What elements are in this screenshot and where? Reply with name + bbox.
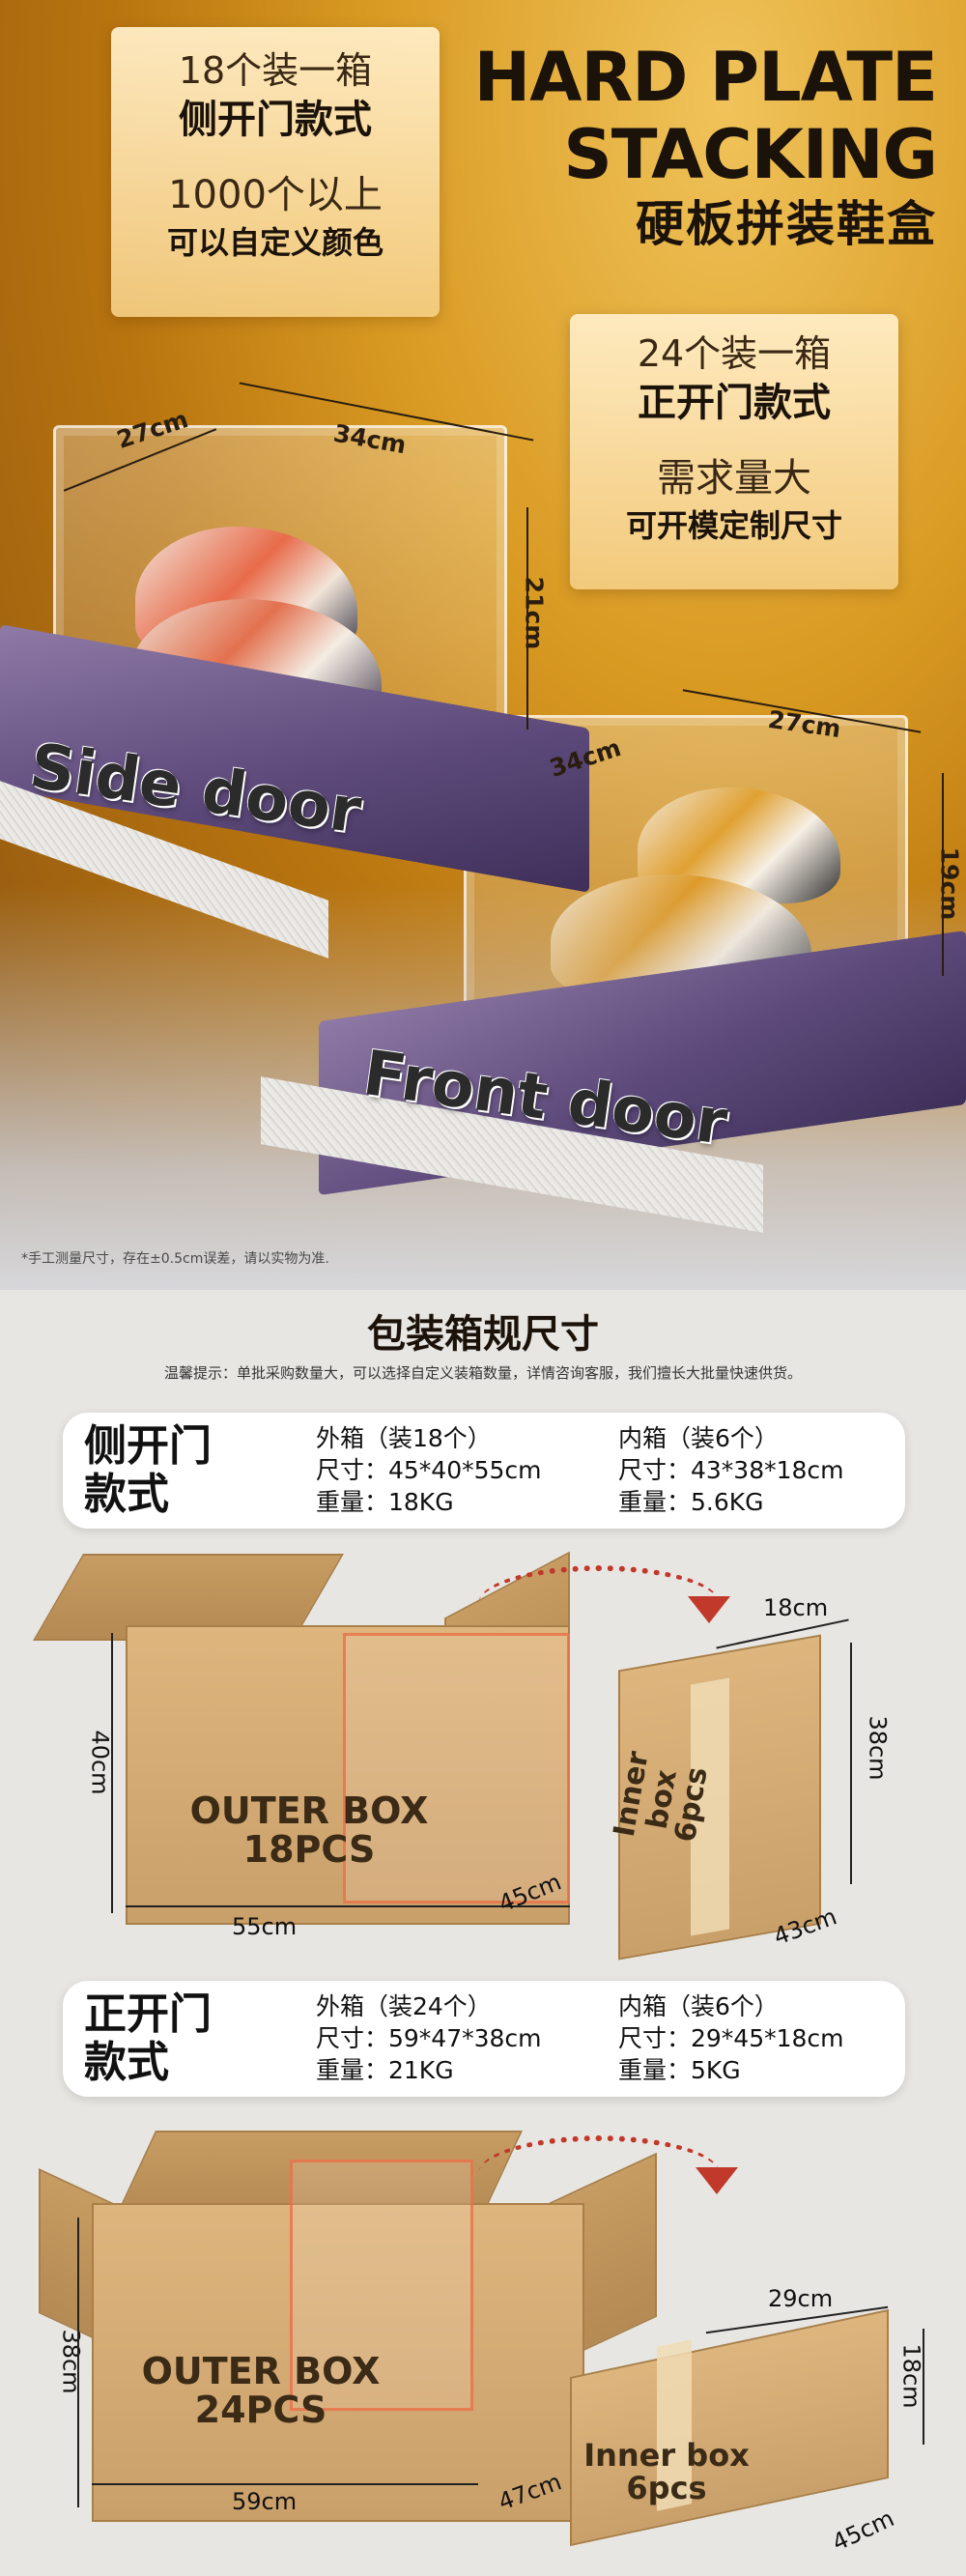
side-transfer-arrow — [478, 1565, 720, 1643]
front-outer-dim-height: 38cm — [57, 2329, 85, 2394]
front-inner-size: 尺寸：29*45*18cm — [618, 2024, 844, 2052]
title-en-line1: HARD PLATE — [473, 38, 938, 117]
front-outer-label-1: OUTER BOX — [141, 2350, 381, 2392]
front-card-line3: 需求量大 — [657, 456, 811, 501]
side-outer-spec: 外箱（装18个） 尺寸：45*40*55cm 重量：18KG — [316, 1422, 542, 1518]
side-arrow-head-icon — [688, 1596, 730, 1623]
front-inner-label: Inner box 6pcs — [570, 2437, 763, 2506]
side-spec-card: 侧开门 款式 外箱（装18个） 尺寸：45*40*55cm 重量：18KG 内箱… — [63, 1413, 905, 1529]
side-inner-title: 内箱（装6个） — [618, 1424, 779, 1452]
front-card-line1: 24个装一箱 — [637, 332, 832, 375]
front-card-line2: 正开门款式 — [638, 381, 831, 425]
packaging-title: 包装箱规尺寸 — [367, 1312, 599, 1357]
front-inner-spec: 内箱（装6个） 尺寸：29*45*18cm 重量：5KG — [618, 1990, 844, 2086]
side-inner-size: 尺寸：43*38*18cm — [618, 1456, 844, 1484]
side-outer-dim-height: 40cm — [86, 1730, 114, 1795]
side-outer-height-line — [111, 1633, 113, 1913]
side-inner-height-line — [850, 1643, 852, 1884]
front-inner-title: 内箱（装6个） — [618, 1992, 779, 2020]
front-dim-height-line — [942, 773, 944, 976]
front-outer-weight: 重量：21KG — [316, 2056, 454, 2084]
front-arrow-head-icon — [696, 2167, 738, 2194]
front-card-line4: 可开模定制尺寸 — [625, 507, 842, 544]
front-transfer-arrow — [478, 2135, 720, 2213]
side-inner-weight: 重量：5.6KG — [618, 1488, 764, 1516]
side-spec-name-line2: 款式 — [84, 1470, 169, 1519]
side-dim-height-line — [526, 507, 528, 730]
front-spec-card: 正开门 款式 外箱（装24个） 尺寸：59*47*38cm 重量：21KG 内箱… — [63, 1981, 905, 2097]
front-outer-title: 外箱（装24个） — [316, 1992, 492, 2020]
hero-title: HARD PLATE STACKING 硬板拼装鞋盒 — [473, 38, 938, 255]
side-outer-label-1: OUTER BOX — [189, 1789, 429, 1832]
packaging-tip: 温馨提示：单批采购数量大，可以选择自定义装箱数量，详情咨询客服，我们擅长大批量快… — [163, 1364, 802, 1382]
side-inner-dim-height: 38cm — [864, 1715, 892, 1781]
side-outer-glass-panel — [343, 1633, 570, 1903]
side-outer-size: 尺寸：45*40*55cm — [316, 1456, 542, 1484]
front-spec-name-line2: 款式 — [84, 2038, 169, 2087]
front-inner-weight: 重量：5KG — [618, 2056, 741, 2084]
front-outer-height-line — [77, 2218, 79, 2507]
side-outer-label: OUTER BOX 18PCS — [164, 1789, 454, 1871]
side-outer-title: 外箱（装18个） — [316, 1424, 492, 1452]
front-outer-label: OUTER BOX 24PCS — [116, 2350, 406, 2431]
side-spec-name: 侧开门 款式 — [84, 1422, 239, 1519]
front-outer-label-2: 24PCS — [194, 2388, 327, 2431]
side-card-line2: 侧开门款式 — [179, 98, 372, 142]
side-card-line4: 可以自定义颜色 — [166, 224, 384, 261]
front-outer-size: 尺寸：59*47*38cm — [316, 2024, 542, 2052]
front-outer-glass-panel — [290, 2160, 473, 2411]
side-outer-weight: 重量：18KG — [316, 1488, 454, 1516]
front-inner-box — [570, 2308, 889, 2547]
side-outer-label-2: 18PCS — [242, 1827, 376, 1871]
front-inner-dim-depth: 45cm — [828, 2504, 898, 2557]
side-inner-spec: 内箱（装6个） 尺寸：43*38*18cm 重量：5.6KG — [618, 1422, 844, 1518]
front-inner-label-1: Inner box — [583, 2437, 750, 2474]
front-spec-name-line1: 正开门 — [84, 1989, 212, 2039]
front-dim-height: 19cm — [935, 846, 964, 921]
title-cn: 硬板拼装鞋盒 — [636, 196, 937, 252]
side-outer-box — [126, 1625, 570, 1925]
front-inner-dim-height: 18cm — [897, 2343, 925, 2409]
side-card-line1: 18个装一箱 — [178, 49, 373, 92]
side-card-line3: 1000个以上 — [168, 173, 383, 217]
front-outer-spec: 外箱（装24个） 尺寸：59*47*38cm 重量：21KG — [316, 1990, 542, 2086]
side-outer-width-line — [126, 1905, 570, 1907]
front-carton-scene: OUTER BOX 24PCS Inner box 6pcs 38cm 59cm… — [0, 2111, 966, 2565]
front-inner-dim-width: 29cm — [768, 2285, 834, 2312]
front-inner-height-line — [923, 2329, 924, 2445]
side-carton-scene: OUTER BOX 18PCS Inner box 6pcs 40cm 55cm… — [0, 1546, 966, 1961]
front-outer-box — [92, 2203, 584, 2522]
side-door-info-card: 18个装一箱 侧开门款式 1000个以上 可以自定义颜色 — [111, 27, 440, 317]
measurement-note: *手工测量尺寸，存在±0.5cm误差，请以实物为准. — [21, 1251, 329, 1267]
front-outer-dim-width: 59cm — [232, 2488, 298, 2515]
side-spec-name-line1: 侧开门 — [84, 1421, 212, 1471]
front-outer-width-line — [92, 2483, 478, 2485]
front-inner-label-2: 6pcs — [626, 2469, 707, 2506]
hero-banner: HARD PLATE STACKING 硬板拼装鞋盒 18个装一箱 侧开门款式 … — [0, 0, 966, 1290]
side-outer-dim-width: 55cm — [232, 1913, 298, 1940]
side-inner-dim-width: 18cm — [763, 1594, 829, 1621]
title-en-line2: STACKING — [563, 115, 938, 194]
side-dim-height: 21cm — [520, 576, 549, 650]
front-spec-name: 正开门 款式 — [84, 1990, 239, 2087]
front-door-info-card: 24个装一箱 正开门款式 需求量大 可开模定制尺寸 — [570, 314, 898, 589]
